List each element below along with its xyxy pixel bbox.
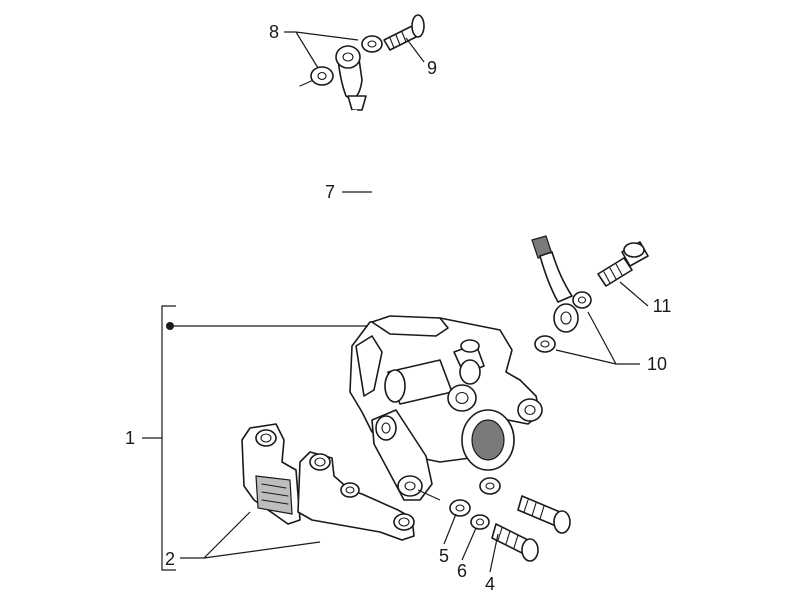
- brake-hose: [347, 95, 579, 333]
- brake-pad-front: [297, 451, 415, 541]
- lower-banjo-bolt-assembly: [534, 241, 649, 353]
- brake-caliper-body: [349, 315, 543, 501]
- callout-5: 5: [439, 546, 449, 566]
- callout-6: 6: [457, 561, 467, 581]
- callout-8: 8: [269, 22, 279, 42]
- callout-1: 1: [125, 428, 135, 448]
- callout-2: 2: [165, 549, 175, 569]
- mounting-washers-and-bolts: [449, 477, 571, 562]
- callout-11: 11: [653, 296, 672, 316]
- callout-9: 9: [427, 58, 437, 78]
- brake-pad-rear: [241, 423, 301, 525]
- callout-10: 10: [647, 354, 667, 374]
- callout-leader-lines: [142, 31, 649, 573]
- callout-7: 7: [325, 182, 335, 202]
- top-banjo-assembly: [299, 14, 425, 101]
- callout-4: 4: [485, 574, 495, 594]
- callout-labels: 1 2 4 5 6 7 8 9 10 11: [125, 22, 671, 594]
